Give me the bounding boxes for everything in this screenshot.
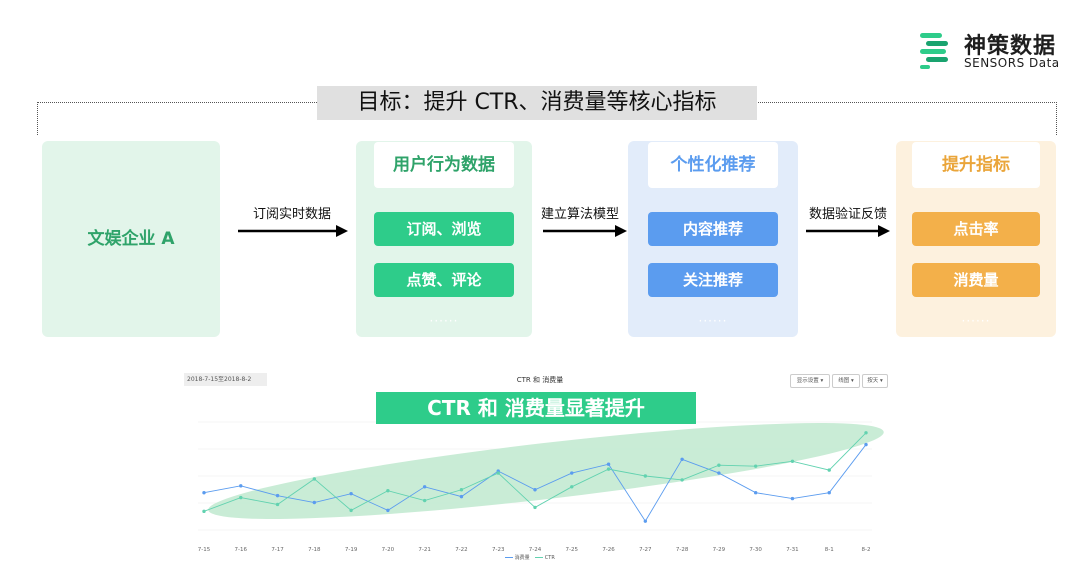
data-point-ctr: [570, 485, 574, 489]
x-tick-label: 7-19: [345, 547, 358, 553]
arrow-label-model: 建立算法模型: [540, 207, 619, 222]
metrics-more: ······: [961, 314, 991, 328]
sensors-data-logo-icon: [920, 33, 948, 69]
recommend-item-content: 内容推荐: [648, 212, 778, 246]
x-tick-label: 7-23: [492, 547, 505, 553]
legend-label-consumption: 消费量: [514, 555, 530, 561]
sensors-data-logo: 神策数据 SENSORS Data: [918, 28, 1068, 74]
x-tick-label: 7-30: [749, 547, 762, 553]
data-point-ctr: [606, 467, 611, 471]
x-tick-label: 8-2: [862, 547, 871, 553]
behavior-item-subscribe: 订阅、浏览: [374, 212, 514, 246]
recommend-more: ······: [698, 314, 728, 328]
legend-swatch-ctr: [535, 557, 544, 558]
legend-swatch-consumption: [505, 557, 513, 558]
data-point-consumption: [570, 471, 574, 475]
recommendation-title: 个性化推荐: [648, 142, 778, 188]
data-point-ctr: [202, 509, 206, 514]
data-point-consumption: [864, 442, 868, 447]
data-point-consumption: [790, 496, 795, 501]
logo-chinese-name: 神策数据: [964, 34, 1057, 59]
data-point-ctr: [864, 431, 868, 435]
data-point-ctr: [496, 471, 500, 475]
chart-date-range[interactable]: 2018-7-15至2018-8-2: [184, 373, 267, 386]
data-point-consumption: [312, 500, 317, 505]
data-point-consumption: [202, 490, 206, 495]
data-point-consumption: [459, 494, 464, 499]
arrow-right-icon: [806, 225, 890, 237]
chart-type-dropdown[interactable]: 线图 ▾: [832, 374, 860, 388]
metric-item-ctr: 点击率: [912, 212, 1040, 246]
data-point-ctr: [386, 489, 390, 493]
data-point-consumption: [386, 508, 390, 513]
x-tick-label: 7-31: [786, 547, 798, 553]
x-tick-label: 7-20: [382, 547, 395, 553]
metric-item-consumption: 消费量: [912, 263, 1040, 297]
chart-headline: CTR 和 消费量显著提升: [376, 392, 696, 424]
data-point-ctr: [790, 459, 795, 463]
trend-ellipse: [208, 423, 884, 519]
arrow-right-icon: [543, 225, 627, 237]
metrics-title: 提升指标: [912, 142, 1040, 188]
data-point-ctr: [827, 468, 831, 472]
data-point-consumption: [606, 462, 611, 466]
data-point-consumption: [717, 471, 721, 475]
x-tick-label: 7-26: [602, 547, 615, 553]
x-tick-label: 7-28: [676, 547, 689, 553]
data-point-consumption: [422, 485, 427, 489]
data-point-consumption: [753, 490, 758, 495]
data-point-ctr: [349, 508, 353, 513]
data-point-ctr: [533, 505, 537, 510]
behavior-item-like: 点赞、评论: [374, 263, 514, 297]
arrow-right-icon: [238, 225, 348, 237]
data-point-ctr: [680, 478, 684, 482]
data-point-consumption: [827, 490, 831, 495]
arrow-label-feedback: 数据验证反馈: [808, 207, 887, 222]
chart-legend: 消费量 CTR: [505, 554, 555, 561]
data-point-ctr: [422, 498, 427, 503]
recommend-item-follow: 关注推荐: [648, 263, 778, 297]
x-tick-label: 7-24: [529, 547, 542, 553]
x-tick-label: 7-18: [308, 547, 321, 553]
x-tick-label: 7-16: [235, 547, 248, 553]
data-point-consumption: [349, 491, 353, 496]
company-label: 文娱企业 A: [87, 229, 175, 249]
data-point-ctr: [239, 495, 243, 500]
goal-banner: 目标：提升 CTR、消费量等核心指标: [317, 86, 757, 120]
x-tick-label: 7-27: [639, 547, 652, 553]
x-tick-label: 8-1: [825, 547, 834, 553]
data-point-ctr: [643, 474, 648, 478]
data-point-ctr: [459, 488, 464, 492]
company-box: [42, 141, 220, 337]
line-chart: 7-15 7-16 7-17 7-18 7-19 7-20 7-21 7-22 7-23 7-24…: [198, 421, 884, 553]
x-tick-label: 7-22: [455, 547, 467, 553]
x-tick-label: 7-21: [418, 547, 430, 553]
data-point-consumption: [239, 484, 243, 488]
data-point-ctr: [753, 464, 758, 468]
x-tick-label: 7-15: [198, 547, 211, 553]
x-tick-label: 7-17: [271, 547, 284, 553]
x-tick-label: 7-25: [566, 547, 579, 553]
data-point-ctr: [312, 477, 317, 481]
data-point-consumption: [680, 457, 684, 462]
data-point-consumption: [275, 493, 280, 498]
data-point-ctr: [717, 463, 721, 467]
legend-label-ctr: CTR: [544, 555, 555, 561]
logo-english-name: SENSORS Data: [964, 56, 1060, 70]
granularity-dropdown[interactable]: 按天 ▾: [862, 374, 888, 388]
data-point-ctr: [275, 502, 280, 507]
arrow-label-subscribe: 订阅实时数据: [252, 207, 331, 222]
behavior-more: ······: [429, 314, 459, 328]
data-point-consumption: [643, 519, 648, 523]
display-settings-dropdown[interactable]: 显示设置 ▾: [790, 374, 830, 388]
data-point-consumption: [533, 488, 537, 492]
chart-title: CTR 和 消费量: [516, 376, 564, 384]
x-tick-label: 7-29: [713, 547, 726, 553]
user-behavior-title: 用户行为数据: [374, 142, 514, 188]
